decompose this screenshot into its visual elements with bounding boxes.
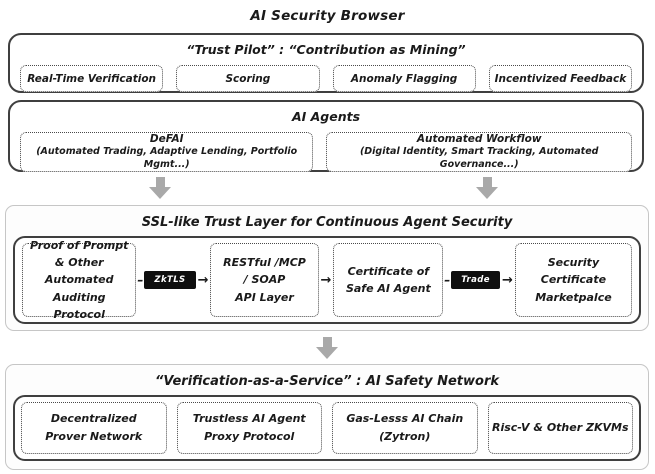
defai-detail: (Automated Trading, Adaptive Lending, Po… — [36, 146, 298, 171]
workflow-detail: (Digital Identity, Smart Tracking, Autom… — [359, 146, 599, 171]
workflow-name: Automated Workflow — [416, 133, 542, 146]
trust-layer-title: SSL-like Trust Layer for Continuous Agen… — [141, 215, 513, 230]
trust-pilot-item-realtime: Real-Time Verification — [20, 65, 164, 92]
trade-badge: Trade — [451, 271, 500, 289]
api-cert-connector: → — [319, 238, 334, 322]
flow-step-api: RESTful /MCP / SOAP API Layer — [210, 243, 319, 317]
trust-layer-inner-box: Proof of Prompt & Other Automated Auditi… — [13, 236, 641, 324]
safety-network-title: “Verification-as-a-Service” : AI Safety … — [154, 374, 500, 389]
trust-pilot-title: “Trust Pilot” : “Contribution as Mining” — [186, 42, 466, 57]
flow-step-audit: Proof of Prompt & Other Automated Auditi… — [22, 239, 137, 321]
down-arrow-icon — [149, 177, 171, 199]
arrow-right-icon: → — [320, 272, 332, 288]
ai-agents-row: DeFAI (Automated Trading, Adaptive Lendi… — [10, 124, 642, 172]
trust-pilot-item-feedback: Incentivized Feedback — [488, 65, 632, 92]
dash-connector-icon: – — [444, 273, 451, 287]
section-safety-network: “Verification-as-a-Service” : AI Safety … — [5, 364, 649, 470]
zktls-connector: – ZkTLS → — [136, 238, 210, 322]
trust-pilot-row: Real-Time Verification Scoring Anomaly F… — [10, 57, 642, 92]
defai-name: DeFAI — [149, 133, 184, 146]
trust-pilot-item-anomaly: Anomaly Flagging — [332, 65, 476, 92]
arrow-right-icon: → — [501, 272, 513, 288]
ai-agents-title: AI Agents — [291, 109, 361, 124]
ai-agent-group-defai: DeFAI (Automated Trading, Adaptive Lendi… — [20, 132, 314, 172]
section-trust-layer: SSL-like Trust Layer for Continuous Agen… — [5, 205, 649, 331]
zktls-badge: ZkTLS — [144, 271, 196, 289]
section-ai-agents: AI Agents DeFAI (Automated Trading, Adap… — [8, 100, 644, 172]
down-arrow-icon — [476, 177, 498, 199]
trade-connector: – Trade → — [443, 238, 515, 322]
page-title: AI Security Browser — [250, 8, 405, 24]
safety-item-prover-network: Decentralized Prover Network — [21, 402, 167, 454]
dash-connector-icon: – — [137, 273, 144, 287]
flow-step-certificate: Certificate of Safe AI Agent — [333, 243, 444, 317]
safety-item-riscv-zkvms: Risc-V & Other ZKVMs — [487, 402, 633, 454]
down-arrow-icon — [316, 337, 338, 359]
flow-step-marketplace: Security Certificate Marketpalce — [514, 243, 632, 317]
safety-item-gasless-chain: Gas-Lesss AI Chain (Zytron) — [332, 402, 478, 454]
arrow-right-icon: → — [197, 272, 209, 288]
safety-item-proxy-protocol: Trustless AI Agent Proxy Protocol — [176, 402, 322, 454]
section-trust-pilot: “Trust Pilot” : “Contribution as Mining”… — [8, 33, 644, 93]
trust-pilot-item-scoring: Scoring — [176, 65, 320, 92]
ai-agent-group-workflow: Automated Workflow (Digital Identity, Sm… — [326, 132, 632, 172]
safety-network-inner-box: Decentralized Prover Network Trustless A… — [13, 395, 641, 461]
